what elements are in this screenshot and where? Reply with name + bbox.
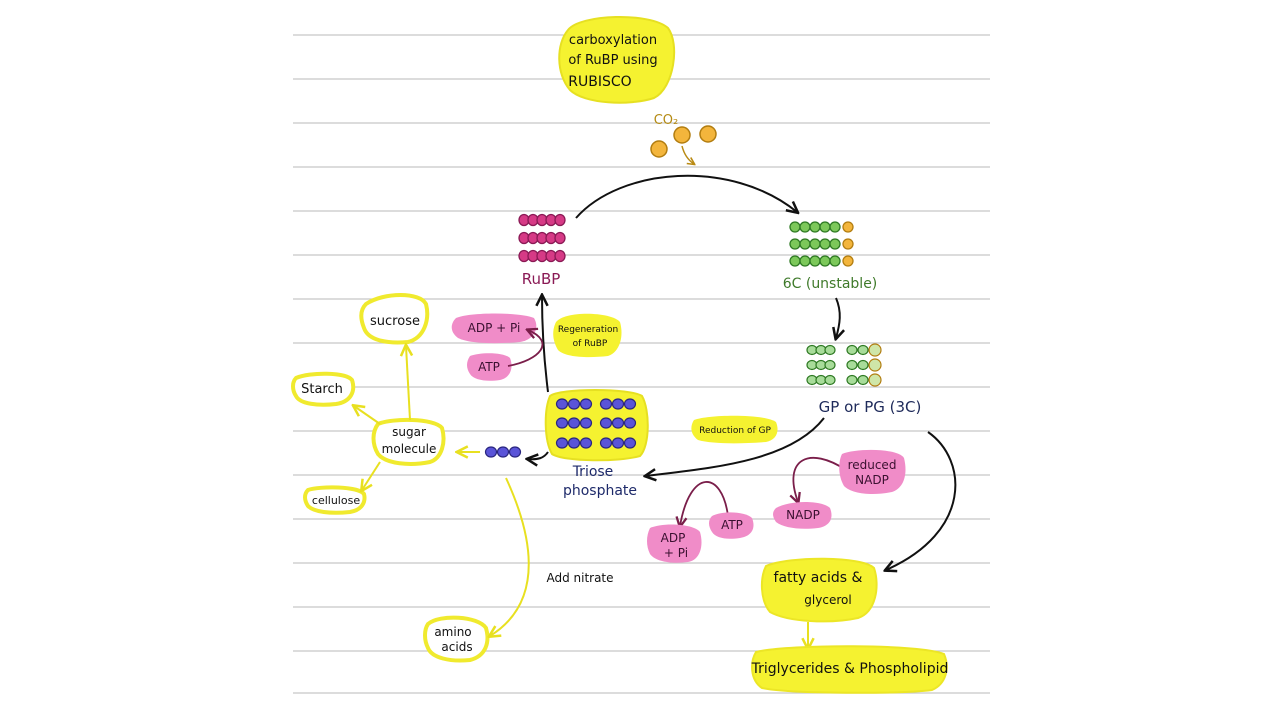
adp-pi-top-badge: ADP + Pi — [451, 313, 537, 344]
notebook-lines — [293, 34, 990, 694]
nadp-label: NADP — [786, 508, 820, 522]
arrow-rubp-to-6c — [575, 174, 797, 219]
carboxylation-note: carboxylation of RuBP using RUBISCO — [558, 15, 676, 104]
sucrose-label: sucrose — [370, 314, 420, 329]
nadp-2-label: NADP — [855, 473, 889, 487]
add-nitrate-label: Add nitrate — [546, 571, 613, 585]
amino-label: amino — [434, 625, 471, 639]
triglycerides-label: Triglycerides & Phospholipid — [751, 661, 949, 677]
six-carbon-molecules — [789, 221, 854, 267]
molecule-label: molecule — [382, 442, 437, 456]
pi-bottom-label: + Pi — [664, 546, 688, 560]
amino-acids-node: amino acids — [423, 615, 490, 663]
regeneration-note: Regeneration of RuBP — [553, 313, 622, 358]
triose-phosphate-group — [544, 389, 649, 462]
atp-to-adp-bottom-curve — [680, 481, 729, 526]
reduced-nadp-badge: reduced NADP — [839, 449, 906, 494]
arrow-triose-to-3c — [528, 451, 549, 459]
sucrose-node: sucrose — [359, 293, 430, 345]
fatty-acids-node: fatty acids & glycerol — [760, 557, 878, 623]
arrow-triose-to-rubp — [542, 296, 549, 393]
carboxylation-line-2: of RuBP using — [568, 53, 657, 68]
reduction-note: Reduction of GP — [691, 415, 778, 444]
starch-label: Starch — [301, 382, 343, 397]
carboxylation-line-1: carboxylation — [569, 33, 657, 48]
atp-bottom-label: ATP — [721, 518, 743, 532]
gp-pg-label: GP or PG (3C) — [819, 398, 922, 416]
three-carbon-molecule — [484, 446, 522, 458]
atp-bottom-badge: ATP — [709, 512, 754, 539]
sugar-molecule-node: sugar molecule — [371, 417, 446, 466]
cellulose-node: cellulose — [303, 485, 367, 515]
acids-label: acids — [441, 640, 472, 654]
sugar-label: sugar — [392, 425, 426, 439]
arrow-gp-to-triose — [646, 417, 825, 476]
co2-label: CO₂ — [654, 113, 679, 128]
atp-to-adp-curve — [507, 330, 544, 367]
co2-molecules: CO₂ — [650, 113, 717, 164]
reduced-label: reduced — [848, 458, 897, 472]
triglycerides-node: Triglycerides & Phospholipid — [751, 645, 949, 694]
fatty-acids-label: fatty acids & — [774, 570, 863, 586]
starch-node: Starch — [291, 371, 356, 407]
reduction-label: Reduction of GP — [699, 426, 771, 436]
cellulose-label: cellulose — [312, 494, 360, 507]
nadp-curve — [793, 457, 847, 502]
regeneration-line-2: of RuBP — [573, 339, 608, 349]
adp-bottom-label: ADP — [661, 531, 686, 545]
atp-top-badge: ATP — [467, 353, 512, 381]
glycerol-label: glycerol — [804, 593, 851, 607]
arrow-6c-to-gp — [836, 297, 840, 338]
triose-label-1: Triose — [572, 464, 614, 480]
yellow-arrows — [354, 346, 808, 648]
nadp-badge: NADP — [773, 502, 832, 529]
adp-pi-top-label: ADP + Pi — [468, 321, 521, 335]
rubp-molecules — [518, 213, 566, 263]
atp-top-label: ATP — [478, 360, 500, 374]
rubp-label: RuBP — [522, 270, 561, 288]
regeneration-line-1: Regeneration — [558, 325, 618, 335]
triose-label-2: phosphate — [563, 483, 637, 499]
six-c-label: 6C (unstable) — [783, 276, 878, 292]
arrow-gp-to-fatty-acids — [886, 431, 957, 570]
carboxylation-line-3: RUBISCO — [568, 74, 631, 90]
gp-molecules — [806, 343, 882, 387]
adp-pi-bottom-badge: ADP + Pi — [647, 524, 702, 563]
